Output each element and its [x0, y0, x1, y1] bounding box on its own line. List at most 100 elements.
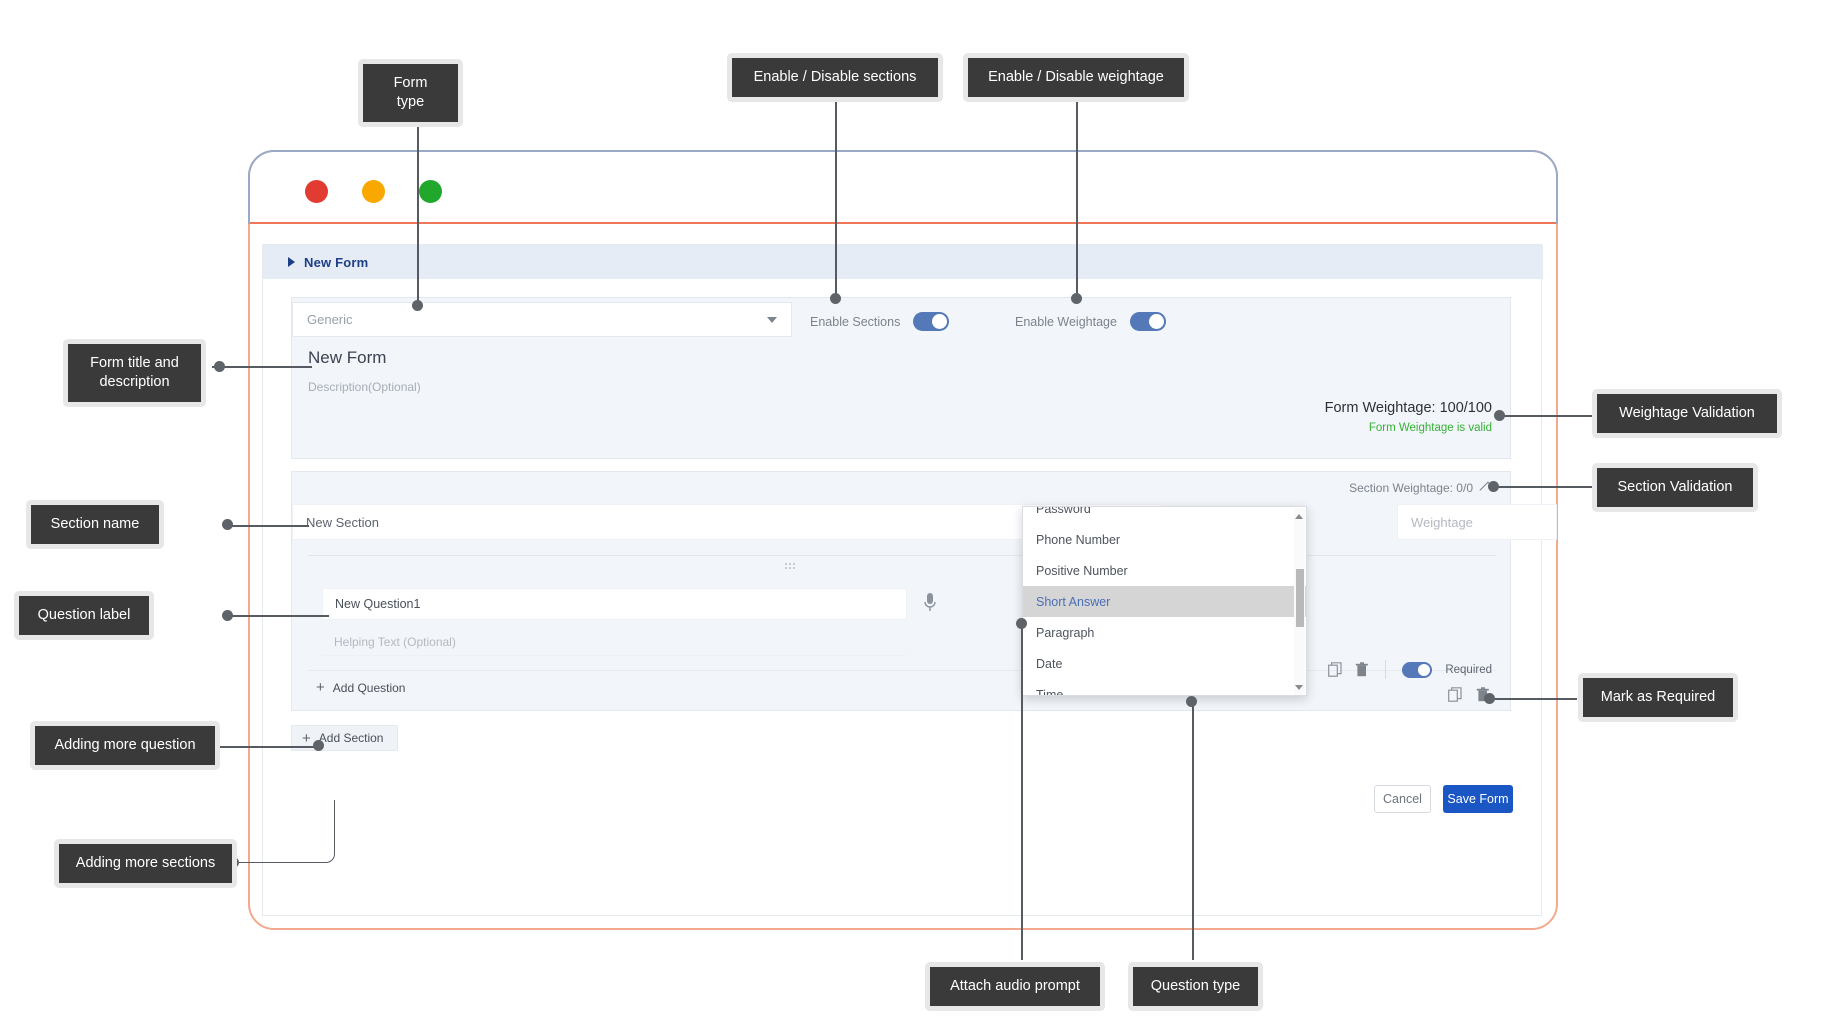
question-helping-text-input[interactable]: Helping Text (Optional): [322, 628, 907, 656]
callout-section-name: Section name: [26, 500, 164, 549]
leader-add-question: [219, 746, 319, 748]
plus-icon: +: [302, 729, 311, 747]
section-weightage-block: Section Weightage: 0/0: [1349, 480, 1497, 499]
microphone-icon[interactable]: [922, 590, 938, 616]
enable-sections-group: Enable Sections: [810, 312, 950, 331]
callout-enable-disable-weightage: Enable / Disable weightage: [963, 53, 1189, 102]
form-weightage-valid-message: Form Weightage is valid: [1368, 422, 1492, 434]
question-type-dropdown[interactable]: Password Phone Number Positive Number Sh…: [1022, 506, 1307, 696]
enable-sections-label: Enable Sections: [810, 314, 901, 329]
titlebar-divider: [250, 222, 1556, 224]
microphone-glyph: [924, 593, 936, 611]
add-question-label: Add Question: [332, 680, 406, 695]
scroll-down-arrow-icon[interactable]: [1295, 685, 1303, 690]
leader-node-enable-weightage: [1071, 293, 1082, 304]
section-name-input[interactable]: New Section: [292, 504, 1162, 540]
callout-adding-more-sections: Adding more sections: [54, 839, 237, 888]
callout-attach-audio-prompt: Attach audio prompt: [925, 962, 1105, 1011]
callout-enable-disable-sections: Enable / Disable sections: [727, 53, 943, 102]
drag-handle-icon[interactable]: [784, 562, 795, 570]
copy-glyph: [1328, 662, 1342, 677]
section-actions: [1448, 687, 1490, 702]
form-title-input[interactable]: New Form: [308, 348, 387, 367]
enable-weightage-toggle[interactable]: [1129, 312, 1166, 331]
section-divider: [308, 555, 1496, 556]
section-weightage-input[interactable]: Weightage: [1397, 504, 1557, 540]
question-actions: Required: [1328, 660, 1492, 679]
dropdown-scroll-thumb[interactable]: [1296, 569, 1304, 627]
question-divider: [308, 670, 1496, 671]
add-section-label: Add Section: [318, 731, 384, 745]
leader-node-question-type: [1186, 696, 1197, 707]
callout-question-label: Question label: [14, 591, 154, 640]
trash-icon[interactable]: [1355, 662, 1369, 677]
save-form-button[interactable]: Save Form: [1443, 785, 1513, 813]
callout-question-type: Question type: [1128, 962, 1263, 1011]
leader-question-type: [1192, 700, 1194, 960]
question-label-input[interactable]: New Question1: [322, 588, 907, 620]
leader-add-section: [234, 800, 335, 863]
leader-attach-audio: [1021, 625, 1023, 960]
trash-glyph: [1476, 687, 1489, 702]
form-description-input[interactable]: Description(Optional): [308, 380, 421, 394]
leader-enable-sections: [835, 94, 837, 299]
chevron-down-icon: [767, 316, 777, 323]
section-card: Section Weightage: 0/0 New Section Weigh…: [291, 471, 1557, 711]
dropdown-option-short-answer[interactable]: Short Answer: [1023, 586, 1306, 617]
form-weightage-summary: Form Weightage: 100/100: [1324, 400, 1492, 416]
leader-node-mark-required: [1484, 693, 1495, 704]
leader-node-form-type: [412, 300, 423, 311]
toggle-knob: [932, 314, 948, 329]
dropdown-option-paragraph[interactable]: Paragraph: [1036, 625, 1095, 640]
minimize-amber-icon[interactable]: [362, 180, 385, 203]
copy-icon[interactable]: [1448, 687, 1462, 702]
leader-node-add-question: [313, 740, 324, 751]
toggle-knob: [1148, 314, 1164, 329]
dropdown-option-date[interactable]: Date: [1036, 656, 1063, 671]
form-builder-app: New Form Generic Enable Sections Enable …: [262, 244, 1557, 916]
leader-enable-weightage: [1076, 94, 1078, 299]
browser-window-titlebar: [248, 150, 1558, 224]
enable-sections-toggle[interactable]: [913, 312, 950, 331]
leader-form-type: [417, 100, 419, 305]
callout-mark-as-required: Mark as Required: [1578, 673, 1738, 722]
callout-weightage-validation: Weightage Validation: [1592, 389, 1782, 438]
callout-section-validation: Section Validation: [1592, 463, 1758, 512]
leader-section-name: [224, 525, 309, 527]
dropdown-option-positive-number[interactable]: Positive Number: [1036, 563, 1128, 578]
enable-weightage-group: Enable Weightage: [1015, 312, 1166, 331]
actions-divider: [1385, 660, 1387, 679]
app-header: New Form: [263, 245, 1543, 279]
dropdown-option-phone-number[interactable]: Phone Number: [1036, 532, 1121, 547]
dropdown-option-time[interactable]: Time: [1036, 687, 1064, 696]
close-red-icon[interactable]: [305, 180, 328, 203]
dropdown-option-password[interactable]: Password: [1036, 506, 1091, 516]
callout-adding-more-question: Adding more question: [30, 721, 220, 770]
add-question-button[interactable]: + Add Question: [316, 680, 405, 695]
required-toggle[interactable]: [1402, 661, 1433, 678]
form-type-select[interactable]: Generic: [292, 302, 792, 337]
leader-node-weightage-validation: [1494, 410, 1505, 421]
scroll-up-arrow-icon[interactable]: [1295, 514, 1303, 519]
caret-right-icon[interactable]: [288, 257, 295, 267]
leader-mark-required: [1492, 698, 1577, 700]
leader-node-attach-audio: [1016, 618, 1027, 629]
callout-form-title-and-description: Form title and description: [63, 339, 206, 407]
leader-node-section-validation: [1488, 481, 1499, 492]
toggle-knob: [1418, 663, 1431, 676]
leader-question-label: [224, 615, 329, 617]
enable-weightage-label: Enable Weightage: [1015, 314, 1117, 329]
form-footer-actions: Cancel Save Form: [1374, 785, 1513, 813]
copy-glyph: [1448, 687, 1462, 702]
leader-form-title: [212, 366, 312, 368]
maximize-green-icon[interactable]: [419, 180, 442, 203]
form-type-value: Generic: [307, 312, 353, 327]
copy-icon[interactable]: [1328, 662, 1342, 677]
cancel-button[interactable]: Cancel: [1374, 785, 1431, 813]
form-weightage-block: Form Weightage: 100/100 Form Weightage i…: [1325, 400, 1492, 434]
trash-icon[interactable]: [1476, 687, 1490, 702]
required-label: Required: [1445, 663, 1492, 676]
leader-node-question-label: [222, 610, 233, 621]
leader-section-validation: [1494, 486, 1594, 488]
